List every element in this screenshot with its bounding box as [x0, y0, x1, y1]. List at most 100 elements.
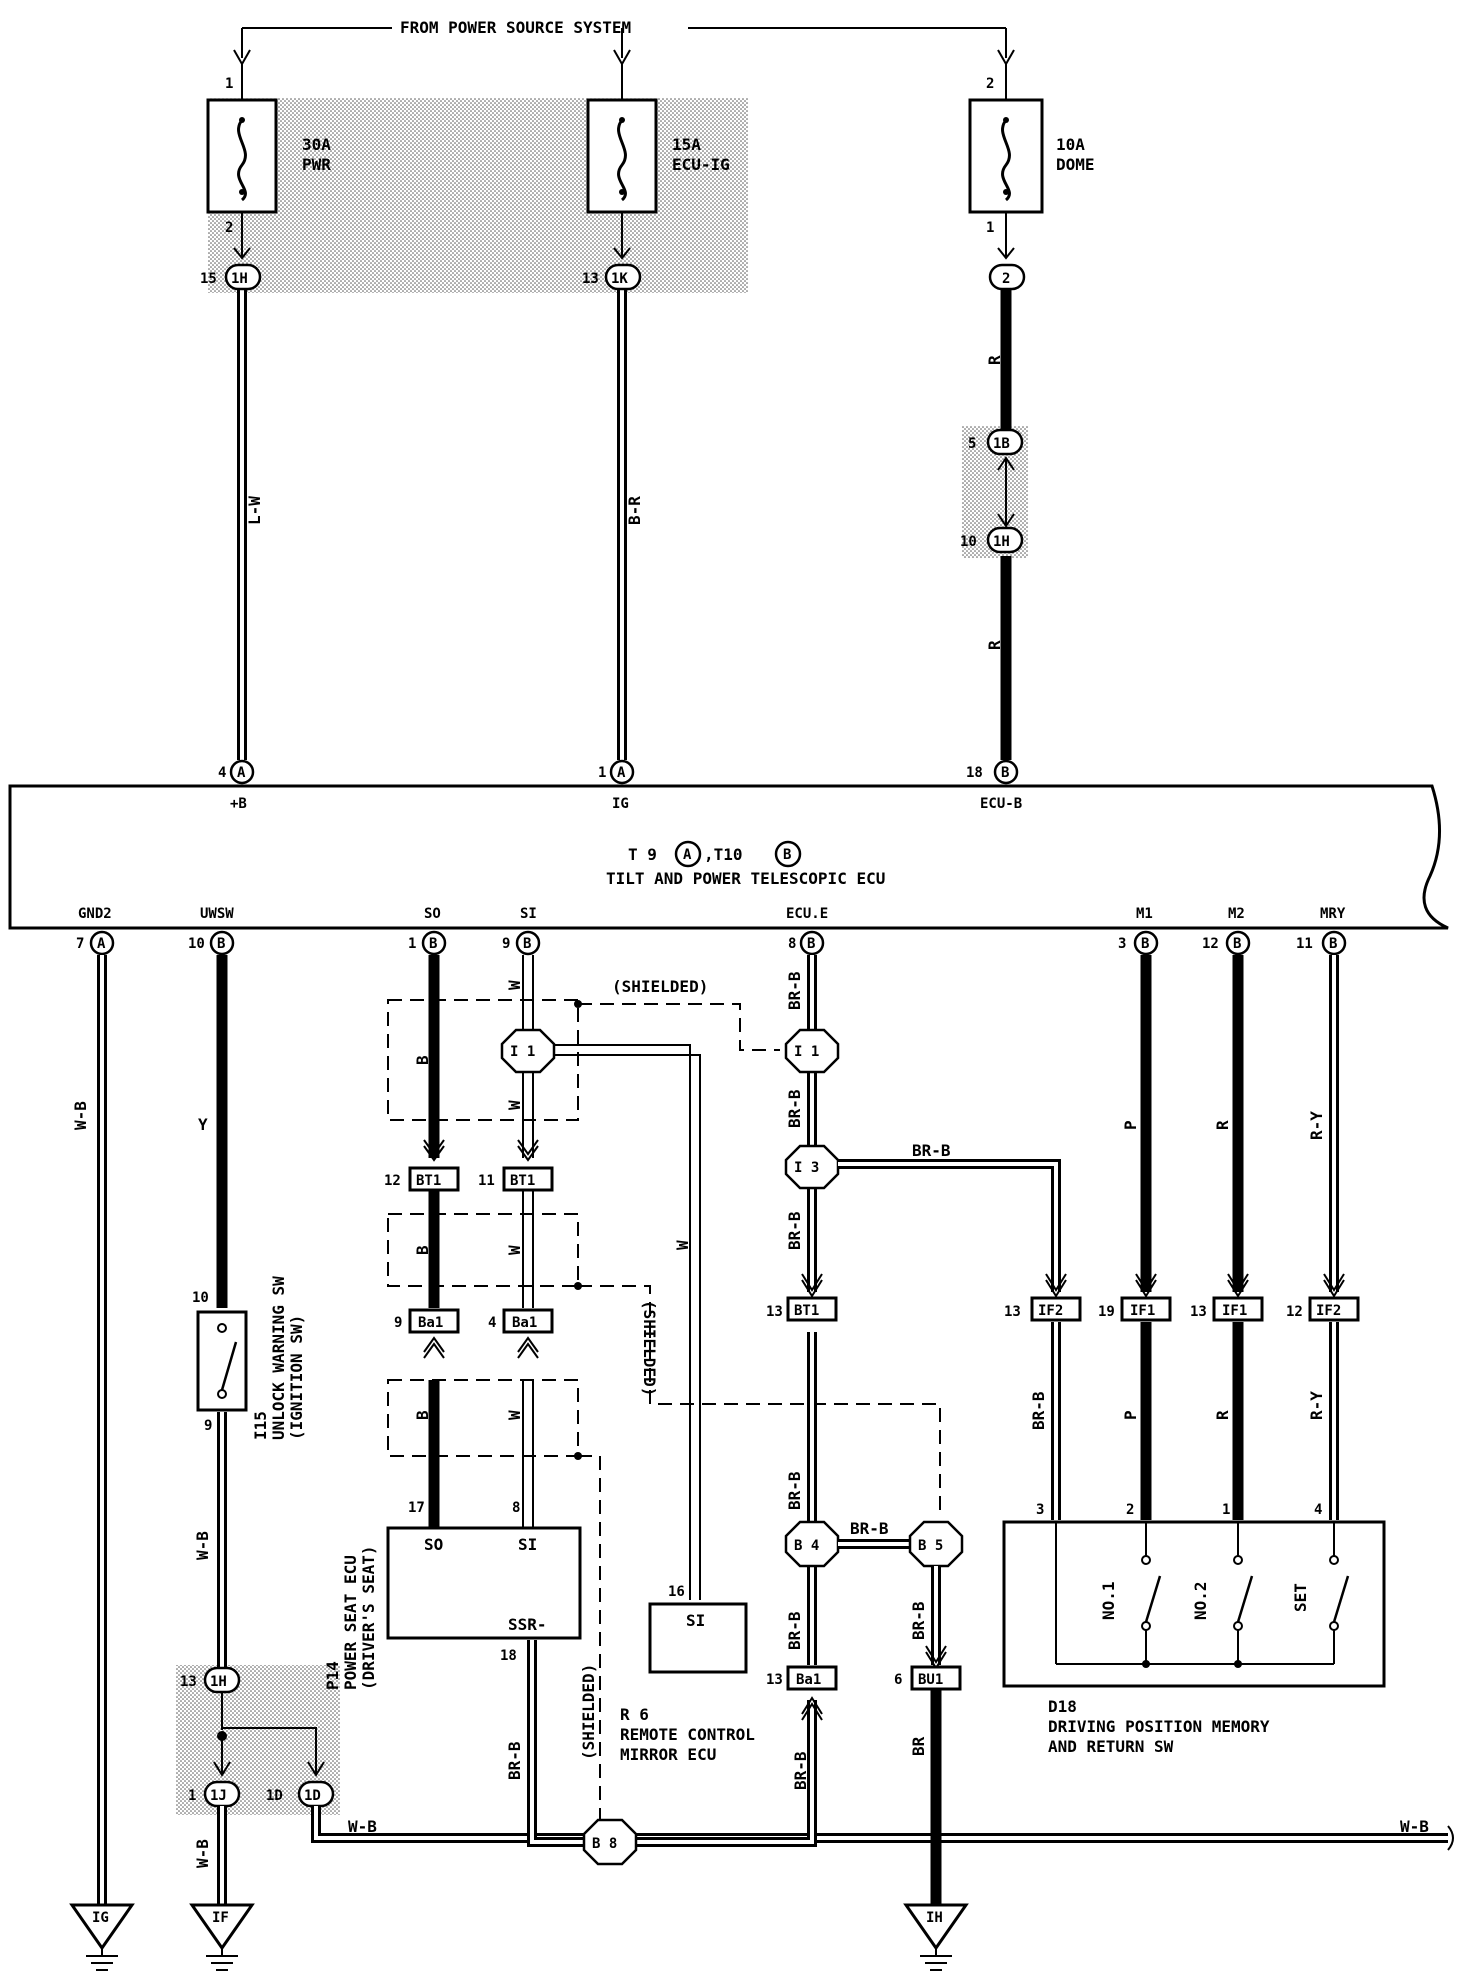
fuse-amp: 30A — [302, 135, 331, 154]
component-subname: (DRIVER'S SEAT) — [359, 1546, 378, 1691]
junction-i1-left: I 1 W — [500, 1028, 701, 1600]
pin-number: 11 — [478, 1173, 495, 1189]
connector-id: Ba1 — [512, 1315, 537, 1331]
pin-number: 7 — [76, 936, 84, 952]
pin-number: 13 — [180, 1674, 197, 1690]
junction-id: B 8 — [592, 1836, 617, 1852]
wire-mry-ry: R-Y R-Y — [1307, 955, 1345, 1520]
junction-id: I 1 — [794, 1044, 819, 1060]
junction-b4: B 4 BR-B — [784, 1519, 910, 1568]
component-id: I15 — [251, 1411, 270, 1440]
connector-id: IF1 — [1130, 1303, 1155, 1319]
pin-number: 1 — [188, 1788, 196, 1804]
wire-color-r: R — [1213, 1120, 1232, 1130]
component-id: P14 — [323, 1661, 342, 1690]
tilt-telescopic-ecu: T 9 A ,T10 B TILT AND POWER TELESCOPIC E… — [8, 759, 1449, 956]
ground-id: IF — [212, 1910, 229, 1926]
wire-color-wb: W-B — [193, 1531, 212, 1560]
wire-color-ry: R-Y — [1307, 1111, 1326, 1140]
wire-ecu-e-brb: BR-B BR-B BR-B BR-B BR-B — [785, 955, 823, 1665]
wire-br-ground: BR — [909, 1690, 942, 1905]
connector-id: BT1 — [416, 1173, 441, 1189]
connector-1h-10: 10 1H — [960, 526, 1024, 554]
connector-id: IF2 — [1316, 1303, 1341, 1319]
pin-number: 16 — [668, 1584, 685, 1600]
connector-id: 1K — [611, 271, 628, 287]
connector-ba1-13: 13 Ba1 — [766, 1665, 838, 1691]
pin-number: 13 — [1004, 1304, 1021, 1320]
pin-number: 11 — [1296, 936, 1313, 952]
pin-number: 12 — [384, 1173, 401, 1189]
component-subname: AND RETURN SW — [1048, 1737, 1174, 1756]
connector-bt1-13: 13 BT1 — [766, 1296, 838, 1322]
connector-id: 1J — [210, 1788, 227, 1804]
power-seat-ecu: 17 8 SO SI SSR- 18 P14 POWER SEAT ECU (D… — [323, 1500, 582, 1691]
fuse-icon — [617, 119, 627, 202]
pin-number: 9 — [394, 1315, 402, 1331]
wire-color-brb: BR-B — [850, 1519, 889, 1538]
wire-color-wb: W-B — [71, 1101, 90, 1130]
ecu-pin-so: SO 1 B — [408, 906, 447, 956]
component-subname: (IGNITION SW) — [287, 1315, 306, 1440]
switch-label: SET — [1291, 1583, 1310, 1612]
fuse-icon — [237, 119, 247, 202]
power-source-label: FROM POWER SOURCE SYSTEM — [400, 18, 631, 37]
pin-number: 19 — [1098, 1304, 1115, 1320]
ecu-pin-si: SI 9 B — [502, 906, 541, 956]
pin-number: 12 — [1286, 1304, 1303, 1320]
ecu-pin-m2: M2 12 B — [1202, 906, 1251, 956]
wire-color-brb: BR-B — [912, 1141, 951, 1160]
terminal-name: UWSW — [200, 906, 234, 922]
ecu-pin-gnd2: GND2 7 A — [76, 906, 115, 956]
wire-color-brb: BR-B — [785, 1611, 804, 1650]
connector-letter: B — [807, 936, 815, 952]
connector-2: 2 — [988, 263, 1026, 291]
ground-id: IH — [926, 1910, 943, 1926]
connector-letter: B — [1141, 936, 1149, 952]
fuse-30a-pwr: 1 30A PWR 2 — [206, 64, 331, 260]
shielded-label: (SHIELDED) — [579, 1664, 598, 1760]
connector-letter: A — [617, 765, 626, 781]
switch-icon — [220, 1341, 238, 1391]
ecu-pin-uwsw: UWSW 10 B — [188, 906, 234, 956]
shielded-label: (SHIELDED) — [640, 1300, 659, 1396]
wire-color-w: W — [505, 1410, 524, 1420]
wire-gnd2-wb: W-B — [71, 955, 107, 1905]
power-source-line: FROM POWER SOURCE SYSTEM — [233, 18, 1015, 67]
terminal-name: GND2 — [78, 906, 112, 922]
wire-r-dome: R R — [985, 290, 1015, 760]
pin-number: 17 — [408, 1500, 425, 1516]
ecu-title-conn-b: B — [783, 847, 791, 863]
connector-id: 2 — [1002, 271, 1010, 287]
ecu-top-pin-b: 4 A +B — [218, 759, 255, 812]
switch-icon — [1236, 1575, 1254, 1623]
connector-bt1-11: 11 BT1 — [478, 1166, 554, 1192]
terminal-name: SI — [686, 1611, 705, 1630]
wire-color-p: P — [1121, 1410, 1140, 1420]
pin-number: 9 — [204, 1418, 212, 1434]
terminal-name: SSR- — [508, 1615, 547, 1634]
component-name: UNLOCK WARNING SW — [269, 1276, 288, 1440]
ecu-title-a: T 9 — [628, 845, 657, 864]
pin-number: 10 — [960, 534, 977, 550]
junction-id: I 1 — [510, 1044, 535, 1060]
fuse-15a-ecu-ig: 15A ECU-IG — [586, 64, 730, 260]
wire-color-brb: BR-B — [791, 1751, 810, 1790]
wire-color-wb: W-B — [348, 1817, 377, 1836]
wire-color-brb: BR-B — [505, 1741, 524, 1780]
wire-color-lw: L-W — [245, 496, 264, 525]
connector-letter: B — [1329, 936, 1337, 952]
fuse-name: DOME — [1056, 155, 1095, 174]
connector-ba1-4: 4 Ba1 — [488, 1308, 554, 1334]
shaded-area-top — [208, 98, 748, 293]
connector-1h-15: 15 1H — [200, 263, 262, 291]
wire-color-r: R — [985, 355, 1004, 365]
wire-color-wb: W-B — [193, 1839, 212, 1868]
wire-color-w: W — [505, 980, 524, 990]
fuse-pin-bottom: 2 — [225, 220, 233, 236]
pin-number: 9 — [502, 936, 510, 952]
pin-number: 6 — [894, 1672, 902, 1688]
fuse-pin-bottom: 1 — [986, 220, 994, 236]
pin-number: 4 — [1314, 1502, 1322, 1518]
terminal-name: ECU-B — [980, 796, 1022, 812]
